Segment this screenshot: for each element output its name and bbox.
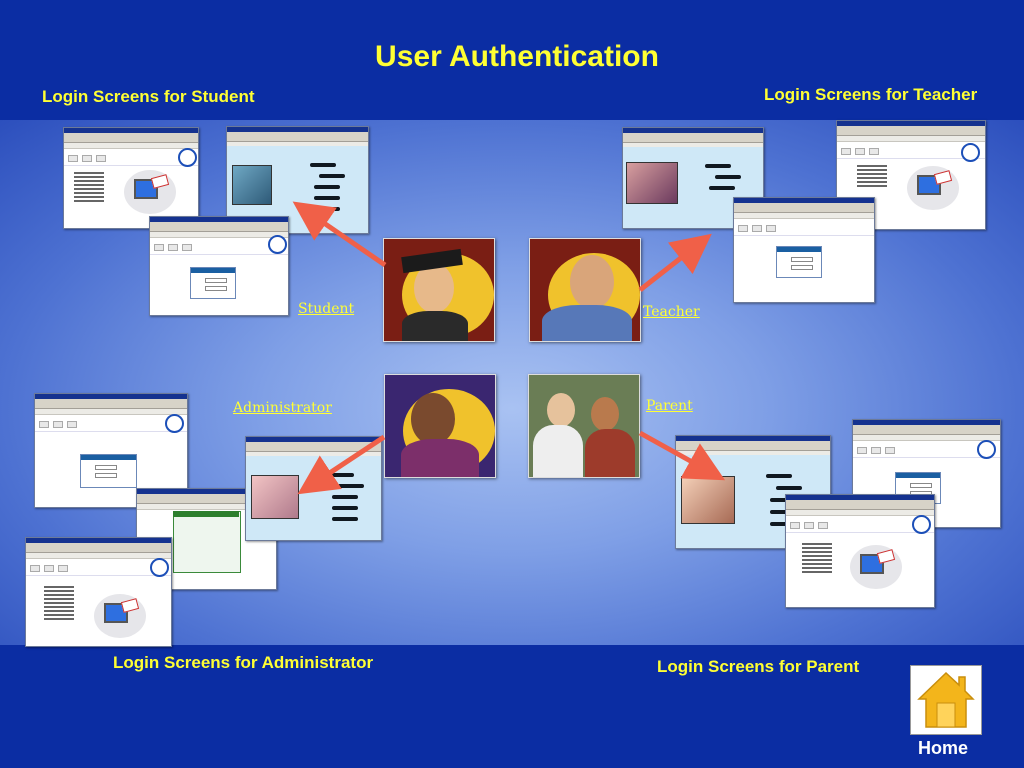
administrator-photo[interactable] xyxy=(384,374,496,478)
arrow-administrator xyxy=(297,434,386,495)
home-label[interactable]: Home xyxy=(917,738,968,758)
student-login-screenshot[interactable] xyxy=(149,216,289,316)
admin-menu-screenshot[interactable] xyxy=(25,537,172,647)
parent-photo[interactable] xyxy=(528,374,640,478)
student-link[interactable]: Student xyxy=(298,301,355,317)
student-photo[interactable] xyxy=(383,238,495,342)
student-screens-label: Login Screens for Student xyxy=(42,87,255,106)
parent-screens-label: Login Screens for Parent xyxy=(657,657,860,676)
parent-link[interactable]: Parent xyxy=(646,398,693,414)
arrow-parent xyxy=(638,430,726,481)
arrow-student xyxy=(292,201,387,268)
teacher-login-screenshot[interactable] xyxy=(733,197,875,303)
home-button[interactable] xyxy=(910,665,982,735)
teacher-photo[interactable] xyxy=(529,238,641,342)
top-band xyxy=(0,0,1024,120)
teacher-screens-label: Login Screens for Teacher xyxy=(764,85,978,104)
admin-screens-label: Login Screens for Administrator xyxy=(113,653,374,672)
administrator-link[interactable]: Administrator xyxy=(233,400,332,416)
parent-menu-screenshot[interactable] xyxy=(785,494,935,608)
house-icon xyxy=(917,671,975,728)
teacher-link[interactable]: Teacher xyxy=(643,304,700,320)
page-title: User Authentication xyxy=(375,40,659,73)
teacher-menu-screenshot[interactable] xyxy=(836,120,986,230)
student-menu-screenshot[interactable] xyxy=(63,127,199,229)
bottom-band xyxy=(0,645,1024,768)
arrow-teacher xyxy=(638,233,712,292)
